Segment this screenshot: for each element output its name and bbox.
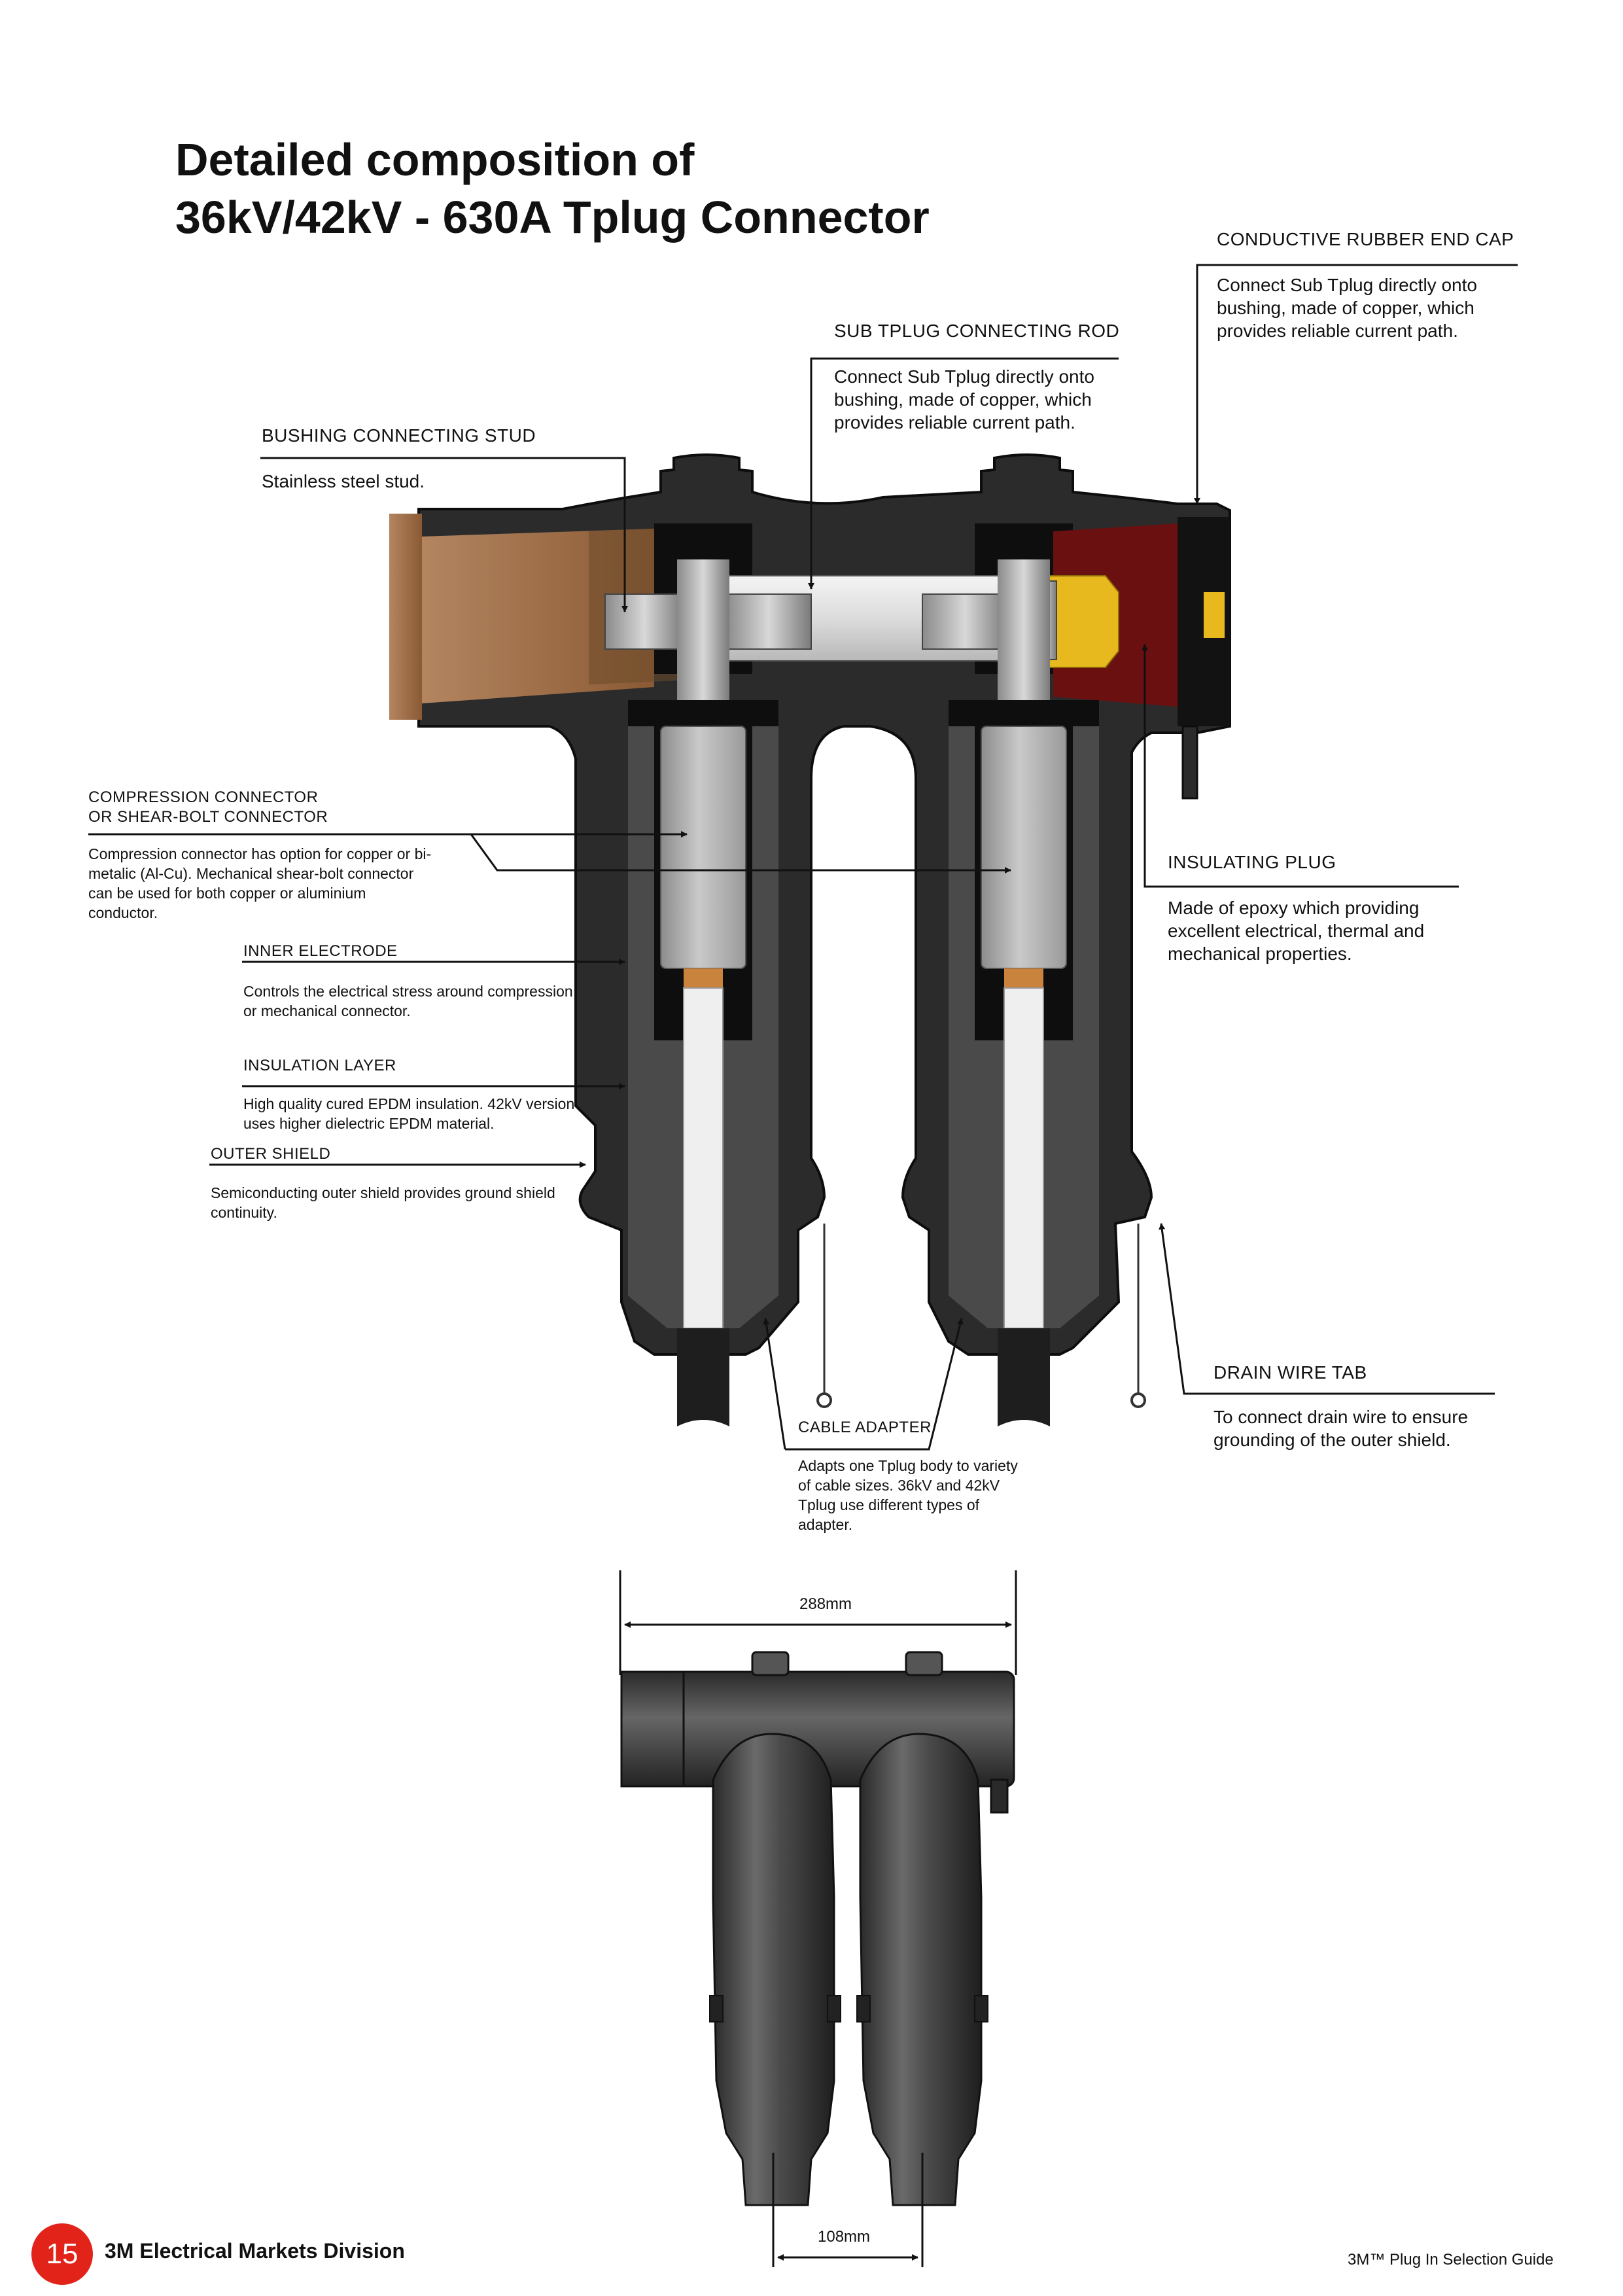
label-plug: INSULATING PLUG xyxy=(1168,852,1336,872)
desc-shield: Semiconducting outer shield provides gro… xyxy=(211,1184,555,1221)
right-compression-connector xyxy=(981,726,1067,969)
desc-adapter: Adapts one Tplug body to variety of cabl… xyxy=(798,1457,1018,1533)
left-conductor-tip xyxy=(684,968,723,988)
label-shield: OUTER SHIELD xyxy=(211,1145,331,1163)
page-number: 15 xyxy=(31,2223,93,2285)
right-cable-core xyxy=(1003,987,1044,1329)
leader-compression xyxy=(88,833,1011,874)
desc-electrode: Controls the electrical stress around co… xyxy=(243,983,573,1019)
dimension-top: 288mm xyxy=(799,1595,852,1613)
desc-end-cap: Connect Sub Tplug directly onto bushing,… xyxy=(1217,275,1477,341)
label-rod: SUB TPLUG CONNECTING ROD xyxy=(834,321,1120,341)
left-compression-connector xyxy=(660,726,746,969)
page-title: Detailed composition of 36kV/42kV - 630A… xyxy=(175,131,930,246)
leader-end-cap xyxy=(1194,264,1217,504)
exterior-knob-left xyxy=(751,1651,790,1676)
desc-insulation: High quality cured EPDM insulation. 42kV… xyxy=(243,1095,575,1132)
dimension-bottom: 108mm xyxy=(818,2228,871,2246)
label-electrode: INNER ELECTRODE xyxy=(243,942,398,960)
leader-stud xyxy=(260,457,628,612)
leader-drain xyxy=(1159,1223,1495,1395)
exterior-view xyxy=(619,1570,1017,2267)
label-compression-2: OR SHEAR-BOLT CONNECTOR xyxy=(88,808,328,826)
right-rod-end xyxy=(922,593,1008,650)
cross-section xyxy=(389,453,1231,1426)
brass-nut xyxy=(1046,575,1119,668)
end-cap-brass xyxy=(1204,592,1225,638)
desc-rod: Connect Sub Tplug directly onto bushing,… xyxy=(834,366,1094,433)
left-insulation xyxy=(628,726,778,1328)
label-adapter: CABLE ADAPTER xyxy=(798,1419,932,1436)
exterior-left-leg xyxy=(712,1733,835,2206)
desc-stud: Stainless steel stud. xyxy=(262,471,425,491)
label-end-cap: CONDUCTIVE RUBBER END CAP xyxy=(1217,229,1514,249)
title-line-1: Detailed composition of xyxy=(175,134,695,185)
bushing-interface xyxy=(389,514,422,720)
exterior-right-leg xyxy=(859,1733,983,2206)
label-compression-1: COMPRESSION CONNECTOR xyxy=(88,788,319,806)
label-stud: BUSHING CONNECTING STUD xyxy=(262,425,536,446)
title-line-2: 36kV/42kV - 630A Tplug Connector xyxy=(175,192,930,243)
left-cable-core xyxy=(683,987,724,1329)
label-drain: DRAIN WIRE TAB xyxy=(1213,1362,1367,1383)
bushing-stud xyxy=(604,593,684,650)
right-drain-ring xyxy=(1130,1392,1146,1408)
left-rod-end xyxy=(725,593,812,650)
right-cable-jacket xyxy=(998,1328,1050,1426)
desc-compression: Compression connector has option for cop… xyxy=(88,845,432,921)
left-drain-ring xyxy=(816,1392,832,1408)
label-insulation: INSULATION LAYER xyxy=(243,1057,396,1074)
desc-drain: To connect drain wire to ensure groundin… xyxy=(1213,1407,1469,1450)
footer-division: 3M Electrical Markets Division xyxy=(105,2239,405,2263)
right-conductor-tip xyxy=(1004,968,1043,988)
leader-plug xyxy=(1142,644,1459,888)
leader-lines xyxy=(88,264,1518,1451)
left-cable-jacket xyxy=(677,1328,729,1426)
desc-plug: Made of epoxy which providing excellent … xyxy=(1168,898,1425,964)
leader-rod xyxy=(808,357,1119,590)
end-cap-tab xyxy=(1181,725,1198,800)
leader-adapter-left xyxy=(763,1318,786,1450)
leader-adapter-right xyxy=(785,1318,964,1451)
footer-guide: 3M™ Plug In Selection Guide xyxy=(1348,2251,1554,2269)
exterior-knob-right xyxy=(905,1651,943,1676)
right-insulation xyxy=(949,726,1099,1328)
